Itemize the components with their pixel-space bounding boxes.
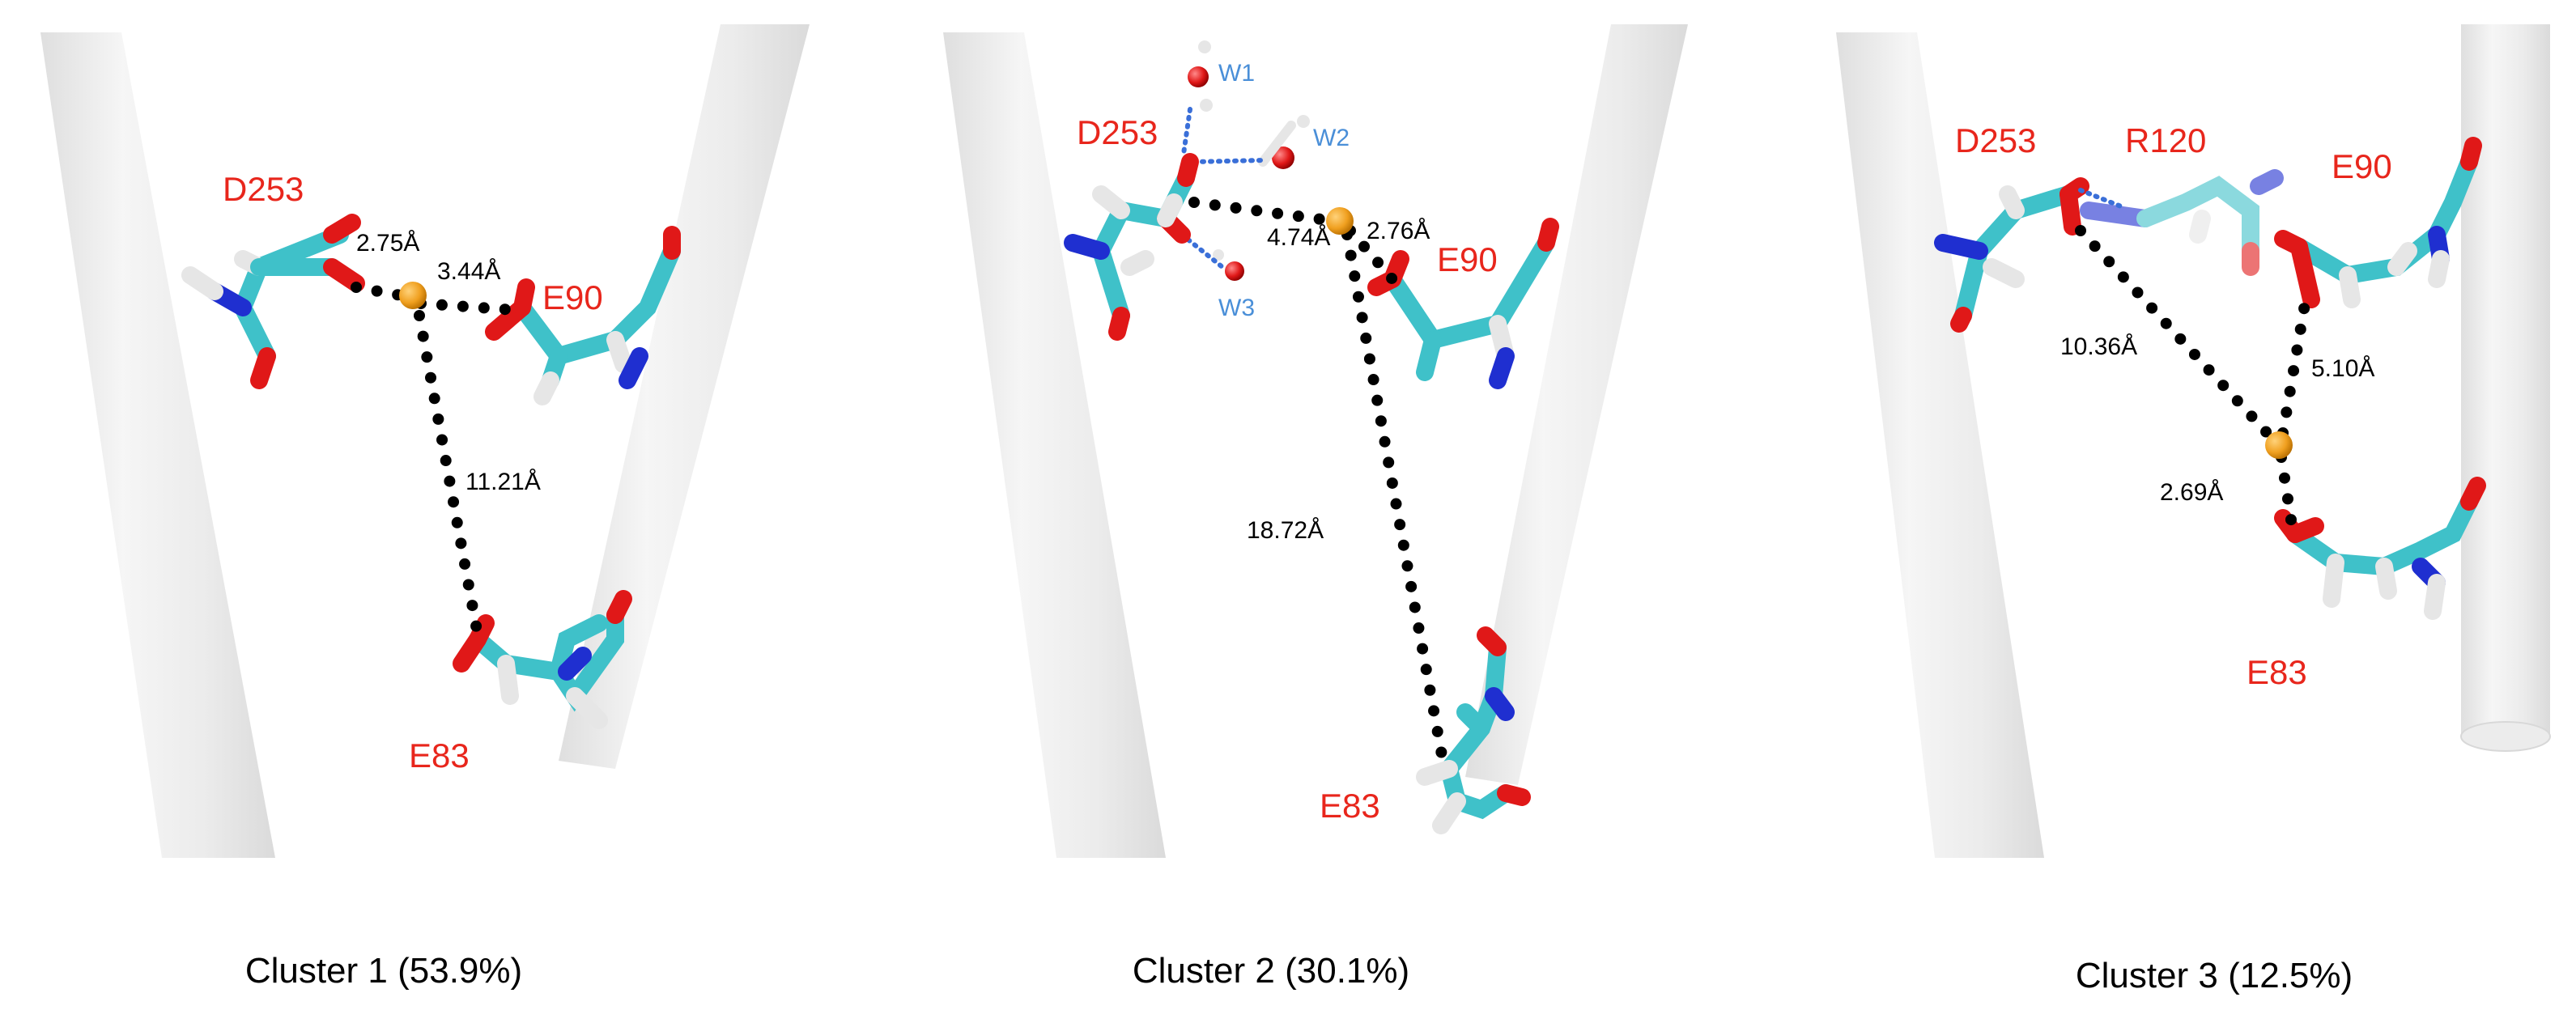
- distance-line: [414, 310, 485, 649]
- helix-tube: [943, 32, 1166, 858]
- panel-cluster-1: D253 E90 E83 2.75Å 3.44Å 11.21Å Cluster …: [40, 24, 810, 991]
- ion-sphere: [1326, 207, 1354, 235]
- distance-label: 2.76Å: [1367, 218, 1430, 244]
- distance-label: 5.10Å: [2311, 355, 2374, 382]
- residue-d253: [1064, 153, 1199, 341]
- helix-cap: [2460, 721, 2551, 752]
- residue-e83: [1416, 626, 1531, 834]
- water-label: W2: [1313, 125, 1350, 151]
- helix-tube: [559, 24, 810, 769]
- residue-label: E90: [1437, 240, 1498, 278]
- distance-line: [2075, 225, 2276, 443]
- distance-label: 2.69Å: [2160, 479, 2223, 506]
- distance-line: [1341, 229, 1451, 779]
- distance-label: 10.36Å: [2060, 333, 2137, 360]
- residue-d253: [181, 214, 365, 389]
- panel-caption: Cluster 1 (53.9%): [245, 951, 522, 991]
- residue-label: E90: [2332, 147, 2392, 185]
- residue-e90: [2274, 137, 2482, 308]
- residue-label: R120: [2125, 121, 2206, 159]
- panel-caption: Cluster 2 (30.1%): [1133, 951, 1409, 991]
- distance-line: [2276, 452, 2298, 536]
- ion-sphere: [399, 282, 427, 309]
- helix-tube: [1836, 32, 2044, 858]
- residue-e83: [453, 590, 632, 729]
- distance-label: 3.44Å: [437, 258, 500, 285]
- helix-tube: [1465, 24, 1688, 785]
- residue-e90: [1367, 218, 1559, 389]
- residue-label: D253: [1955, 121, 2036, 159]
- water-w2: [1258, 115, 1310, 169]
- hbond-line: [1192, 158, 1265, 164]
- distance-label: 4.74Å: [1267, 224, 1330, 251]
- hbond-line: [2078, 188, 2123, 209]
- distance-line: [2277, 294, 2311, 439]
- helix-tube: [2461, 24, 2550, 736]
- distance-label: 11.21Å: [465, 469, 541, 495]
- residue-label: E83: [2247, 653, 2307, 691]
- residue-label: E90: [542, 278, 603, 316]
- panel-caption: Cluster 3 (12.5%): [2076, 956, 2353, 995]
- residue-label: E83: [1320, 787, 1380, 825]
- residue-r120: [2080, 169, 2284, 276]
- helix-tube: [40, 32, 275, 858]
- water-label: W1: [1218, 60, 1255, 87]
- water-w3: [1213, 249, 1244, 281]
- ion-sphere: [2265, 431, 2293, 459]
- panel-cluster-2: D253 E90 E83 W1 W2 W3 4.74Å 2.76Å 18.72Å…: [943, 24, 1688, 991]
- hbond-line: [1181, 107, 1192, 156]
- distance-line: [1188, 197, 1333, 226]
- residue-label: E83: [409, 736, 470, 774]
- water-label: W3: [1218, 295, 1255, 321]
- residue-e83: [2274, 477, 2486, 620]
- residue-d253: [1934, 177, 2089, 333]
- distance-label: 2.75Å: [356, 230, 419, 257]
- distance-label: 18.72Å: [1247, 517, 1324, 544]
- water-w1: [1188, 40, 1213, 112]
- residue-e90: [485, 226, 681, 405]
- distance-line: [415, 298, 520, 316]
- residue-label: D253: [1077, 113, 1158, 151]
- panel-cluster-3: D253 R120 E90 E83 10.36Å 5.10Å 2.69Å Clu…: [1836, 24, 2551, 995]
- residue-label: D253: [223, 170, 304, 208]
